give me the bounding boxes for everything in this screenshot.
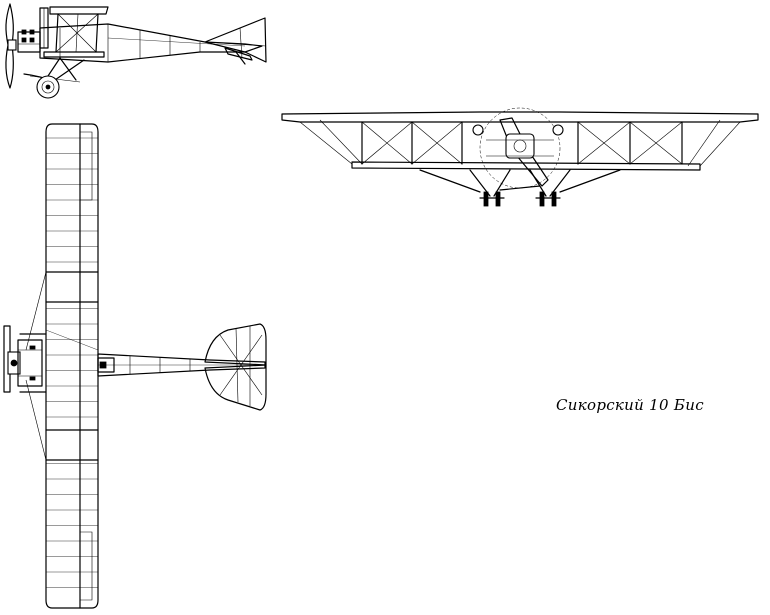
front-view-propeller <box>479 107 561 189</box>
line-segment <box>361 121 413 165</box>
plan-view-nose <box>3 325 47 393</box>
plan-view-fuselage <box>97 353 266 377</box>
line-segment <box>411 121 463 165</box>
front-view-lower-wing <box>351 161 701 171</box>
side-view-wings <box>43 6 109 58</box>
line-segment <box>629 121 683 165</box>
side-view-fuselage <box>39 23 263 63</box>
plan-view-wing-ribs <box>46 137 98 588</box>
side-view-tail <box>204 17 267 65</box>
side-view-propeller <box>5 3 17 89</box>
front-view-struts <box>361 121 683 165</box>
front-view-landing-gear <box>419 169 621 207</box>
line-segment <box>577 121 631 165</box>
drawing-caption: Сикорский 10 Бис <box>556 396 704 414</box>
front-view-tanks <box>472 124 564 136</box>
front-view-outer-wires <box>299 119 741 167</box>
side-view-landing-gear <box>23 57 85 99</box>
plan-view-tailplane <box>204 323 267 411</box>
front-view-upper-wing <box>281 111 759 123</box>
front-view <box>281 107 759 207</box>
side-view-engine <box>17 7 49 53</box>
plan-view <box>3 123 267 609</box>
side-view <box>5 3 267 99</box>
plan-view-wing <box>45 123 99 609</box>
plan-view-rigging <box>25 271 99 461</box>
